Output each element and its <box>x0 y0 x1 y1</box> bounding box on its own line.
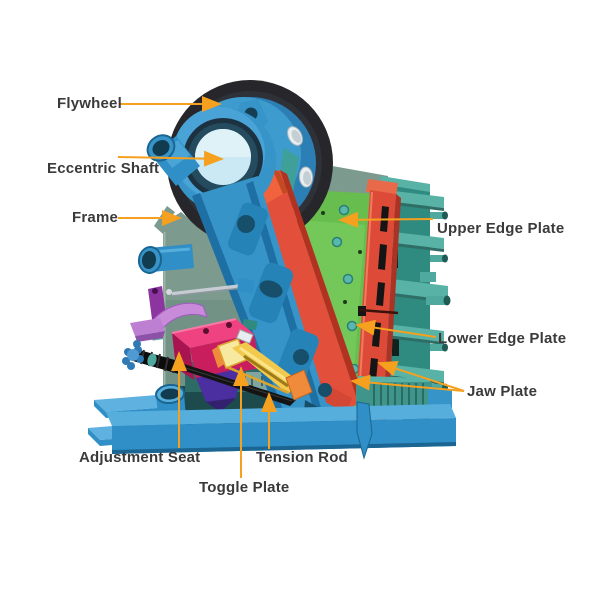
eccentric-shaft-part <box>172 99 276 212</box>
spring-nut <box>122 340 144 370</box>
label-upper-edge-plate: Upper Edge Plate <box>437 220 565 237</box>
pipe-upper-part <box>146 134 200 186</box>
label-adjustment-seat: Adjustment Seat <box>79 449 201 466</box>
annotation-arrows <box>117 96 465 478</box>
label-eccentric-shaft: Eccentric Shaft <box>47 160 160 177</box>
arrow-jaw-plate-fixed <box>377 361 465 392</box>
support-rod-part <box>166 277 255 297</box>
label-frame: Frame <box>72 209 119 226</box>
adjustment-bracket-part <box>130 286 208 342</box>
label-flywheel: Flywheel <box>57 95 122 112</box>
label-tension-rod: Tension Rod <box>256 449 348 466</box>
label-toggle-plate: Toggle Plate <box>199 479 290 496</box>
label-lower-edge-plate: Lower Edge Plate <box>438 330 567 347</box>
pipe-middle-part <box>137 244 194 274</box>
toggle-plate-part <box>212 329 313 401</box>
arrow-upper-edge-plate <box>338 211 434 228</box>
arrow-lower-edge-plate <box>355 319 437 338</box>
label-jaw-plate: Jaw Plate <box>467 383 538 400</box>
arrow-jaw-plate-swing <box>350 374 465 392</box>
arrow-eccentric-shaft <box>117 150 224 167</box>
